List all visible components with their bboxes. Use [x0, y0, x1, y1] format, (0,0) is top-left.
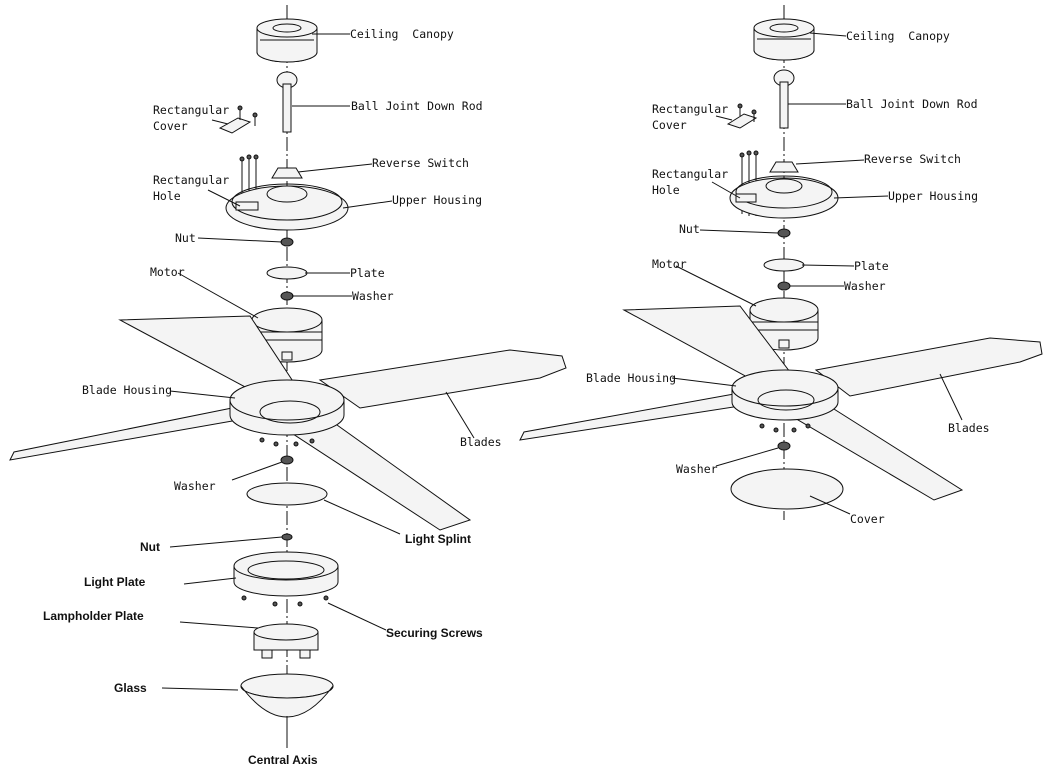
label-washer-top: Washer — [352, 289, 394, 303]
right-label-washer-top: Washer — [844, 279, 886, 293]
label-rectangular-cover-2: Cover — [153, 119, 188, 133]
left-leader-lines — [161, 33, 475, 748]
right-label-rectangular-cover-2: Cover — [652, 118, 687, 132]
right-label-plate: Plate — [854, 259, 889, 273]
right-nut-part — [777, 228, 791, 238]
label-securing-screws: Securing Screws — [386, 626, 483, 640]
label-ceiling-canopy: Ceiling Canopy — [350, 27, 454, 41]
label-nut-bottom: Nut — [140, 540, 160, 554]
label-blades: Blades — [460, 435, 502, 449]
label-light-splint: Light Splint — [405, 532, 471, 546]
blade-housing-part — [229, 379, 345, 447]
right-label-cover: Cover — [850, 512, 885, 526]
label-blade-housing: Blade Housing — [82, 383, 172, 397]
left-labels: Ceiling Canopy Ball Joint Down Rod Recta… — [43, 27, 502, 767]
cover-part — [730, 468, 844, 510]
blades-part — [9, 315, 567, 531]
right-label-upper-housing: Upper Housing — [888, 189, 978, 203]
light-splint-part — [246, 482, 328, 506]
right-leader-lines — [671, 32, 963, 515]
left-fan-diagram — [9, 5, 567, 740]
right-motor-part — [749, 297, 819, 351]
right-label-rectangular-cover-1: Rectangular — [652, 102, 728, 116]
nut-top-part — [280, 237, 294, 247]
label-reverse-switch: Reverse Switch — [372, 156, 469, 170]
right-label-nut: Nut — [679, 222, 700, 236]
label-plate: Plate — [350, 266, 385, 280]
right-label-rectangular-hole-1: Rectangular — [652, 167, 728, 181]
right-labels: Ceiling Canopy Ball Joint Down Rod Recta… — [586, 29, 990, 526]
right-rectangular-cover-part — [726, 103, 758, 129]
label-rectangular-hole-2: Hole — [153, 189, 181, 203]
right-label-washer-bottom: Washer — [676, 462, 718, 476]
label-central-axis: Central Axis — [248, 753, 318, 767]
label-nut-top: Nut — [175, 231, 196, 245]
right-label-blades: Blades — [948, 421, 990, 435]
light-plate-part — [233, 551, 339, 607]
right-label-motor: Motor — [652, 257, 687, 271]
label-washer-bottom: Washer — [174, 479, 216, 493]
label-rectangular-cover-1: Rectangular — [153, 103, 229, 117]
ceiling-canopy-part — [256, 18, 318, 63]
right-blades-part — [519, 305, 1043, 501]
plate-part — [266, 266, 308, 280]
right-label-ball-joint-down-rod: Ball Joint Down Rod — [846, 97, 978, 111]
lampholder-plate-part — [253, 623, 319, 659]
right-down-rod-part — [773, 69, 795, 129]
label-light-plate: Light Plate — [84, 575, 146, 589]
right-washer-top-part — [777, 281, 791, 291]
right-blade-housing-part — [731, 369, 839, 433]
label-rectangular-hole-1: Rectangular — [153, 173, 229, 187]
right-label-reverse-switch: Reverse Switch — [864, 152, 961, 166]
label-lampholder-plate: Lampholder Plate — [43, 609, 144, 623]
label-motor: Motor — [150, 265, 185, 279]
right-ceiling-canopy-part — [753, 18, 815, 61]
label-ball-joint-down-rod: Ball Joint Down Rod — [351, 99, 483, 113]
label-upper-housing: Upper Housing — [392, 193, 482, 207]
upper-housing-part — [225, 167, 349, 231]
down-rod-part — [276, 71, 298, 133]
rectangular-cover-part — [218, 105, 258, 134]
right-fan-diagram — [519, 5, 1043, 520]
right-label-blade-housing: Blade Housing — [586, 371, 676, 385]
label-glass: Glass — [114, 681, 147, 695]
glass-part — [240, 673, 334, 718]
washer-bottom-part — [280, 455, 294, 465]
right-upper-housing-part — [729, 161, 839, 219]
right-plate-part — [763, 258, 805, 272]
right-washer-bottom-part — [777, 441, 791, 451]
right-label-rectangular-hole-2: Hole — [652, 183, 680, 197]
right-label-ceiling-canopy: Ceiling Canopy — [846, 29, 950, 43]
washer-top-part — [280, 291, 294, 301]
nut-bottom-part — [281, 533, 293, 541]
